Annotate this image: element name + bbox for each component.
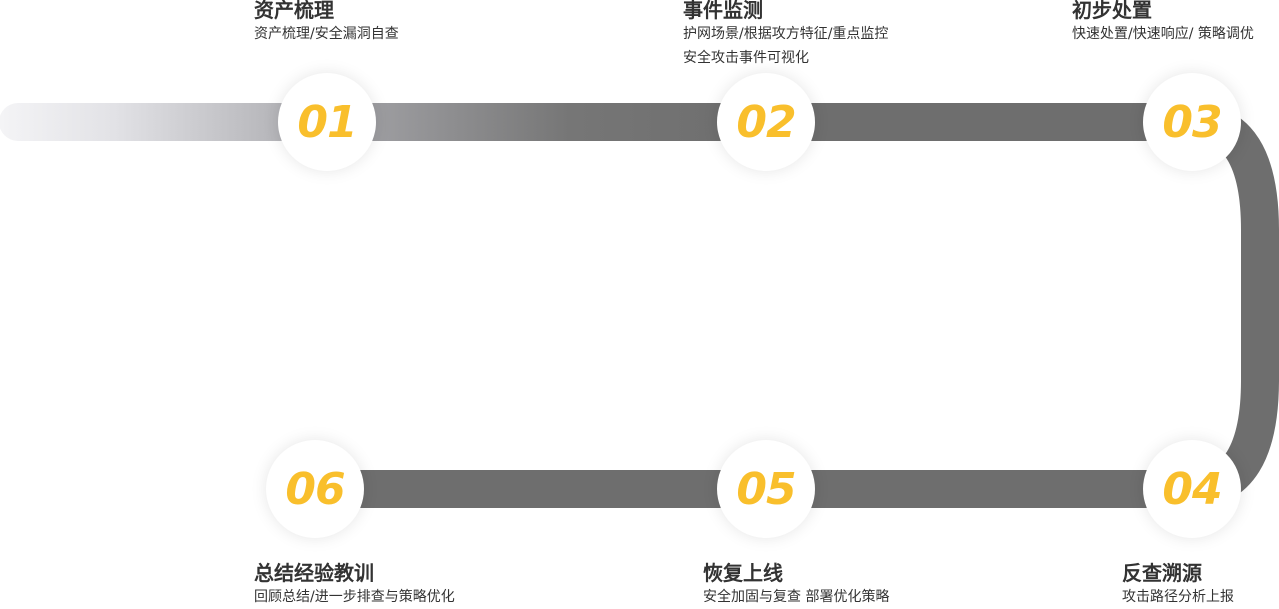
step-01-circle: 01 (278, 73, 376, 171)
step-02-title: 事件监测 (683, 0, 763, 22)
step-05-desc: 安全加固与复查 部署优化策略 (703, 589, 890, 605)
step-04-title: 反查溯源 (1122, 561, 1202, 585)
step-02-label: 事件监测 护网场景/根据攻方特征/重点监控 安全攻击事件可视化 (683, 0, 888, 70)
step-03-title: 初步处置 (1072, 0, 1152, 22)
step-01-desc: 资产梳理/安全漏洞自查 (254, 26, 399, 42)
step-06-number: 06 (285, 463, 345, 515)
step-05-title: 恢复上线 (703, 561, 783, 585)
step-01-number: 01 (297, 96, 357, 148)
step-05-label: 恢复上线 安全加固与复查 部署优化策略 (703, 561, 889, 609)
step-06-title: 总结经验教训 (254, 561, 374, 585)
step-04-label: 反查溯源 攻击路径分析上报 (1122, 561, 1234, 609)
step-03-desc: 快速处置/快速响应/ 策略调优 (1072, 26, 1254, 42)
step-02-circle: 02 (717, 73, 815, 171)
step-05-number: 05 (736, 463, 796, 515)
step-02-desc-line2: 安全攻击事件可视化 (683, 50, 809, 66)
step-04-number: 04 (1162, 463, 1222, 515)
step-02-number: 02 (736, 96, 796, 148)
step-03-label: 初步处置 快速处置/快速响应/ 策略调优 (1072, 0, 1254, 46)
step-01-label: 资产梳理 资产梳理/安全漏洞自查 (254, 0, 399, 46)
step-06-label: 总结经验教训 回顾总结/进一步排查与策略优化 (254, 561, 455, 609)
step-04-desc: 攻击路径分析上报 (1122, 589, 1234, 605)
step-03-number: 03 (1162, 96, 1222, 148)
step-03-circle: 03 (1143, 73, 1241, 171)
step-06-circle: 06 (266, 440, 364, 538)
step-01-title: 资产梳理 (254, 0, 334, 22)
track-turn (1190, 103, 1279, 508)
step-05-circle: 05 (717, 440, 815, 538)
step-06-desc: 回顾总结/进一步排查与策略优化 (254, 589, 455, 605)
step-02-desc-line1: 护网场景/根据攻方特征/重点监控 (683, 26, 889, 42)
step-04-circle: 04 (1143, 440, 1241, 538)
